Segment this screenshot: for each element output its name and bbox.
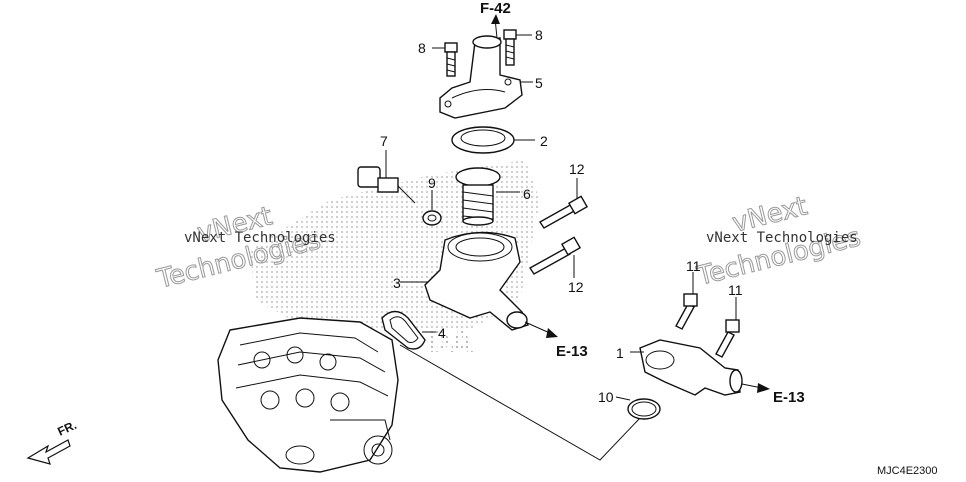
- thermostat: 6: [455, 167, 531, 226]
- callout-9: 9: [428, 175, 436, 191]
- callout-6: 6: [523, 186, 531, 202]
- ref-f42: F-42: [480, 0, 511, 39]
- callout-5: 5: [535, 75, 543, 91]
- watermark-text-right: vNext Technologies: [706, 230, 858, 246]
- ref-e13-center: E-13: [524, 321, 588, 360]
- callout-12: 12: [568, 279, 584, 295]
- callout-4: 4: [438, 325, 446, 341]
- svg-text:DA: DA: [425, 325, 474, 360]
- bolt-12-upper: 12: [538, 161, 589, 229]
- o-ring-10: 10: [598, 389, 661, 420]
- callout-12: 12: [569, 161, 585, 177]
- engine-block: [217, 317, 399, 473]
- callout-11: 11: [728, 282, 743, 298]
- callout-3: 3: [393, 275, 401, 291]
- callout-7: 7: [380, 133, 388, 149]
- bolt-11-right: 11: [715, 282, 743, 358]
- callout-2: 2: [540, 133, 548, 149]
- bolt-8-right: 8: [503, 27, 543, 66]
- sealing-washer: 9: [422, 175, 442, 226]
- callout-8: 8: [535, 27, 543, 43]
- water-pipe: 1: [616, 339, 743, 396]
- bolt-11-left: 11: [675, 258, 701, 330]
- svg-text:FR.: FR.: [55, 418, 78, 439]
- leader-line: [399, 344, 641, 461]
- seal-ring: 2: [451, 126, 548, 154]
- bolt-12-lower: 12: [528, 236, 584, 295]
- svg-text:F-42: F-42: [480, 0, 511, 17]
- callout-8: 8: [418, 40, 426, 56]
- callout-1: 1: [616, 345, 624, 361]
- callout-11: 11: [686, 258, 701, 274]
- svg-text:E-13: E-13: [556, 343, 588, 360]
- thermostat-cover: 5: [439, 35, 543, 119]
- front-direction-indicator: FR.: [26, 418, 79, 465]
- diagram-code: MJC4E2300: [877, 465, 938, 477]
- svg-text:E-13: E-13: [773, 389, 805, 406]
- o-ring-4: 4: [381, 310, 446, 350]
- watermark-right: vNext Technologies vNext Technologies: [693, 191, 864, 293]
- bolt-8-left: 8: [418, 40, 458, 77]
- watermark-text-left: vNext Technologies: [184, 230, 336, 246]
- thermostat-housing: 3: [393, 231, 529, 331]
- ref-e13-right: E-13: [741, 383, 805, 406]
- callout-10: 10: [598, 389, 614, 405]
- temperature-sensor: 7: [357, 133, 416, 204]
